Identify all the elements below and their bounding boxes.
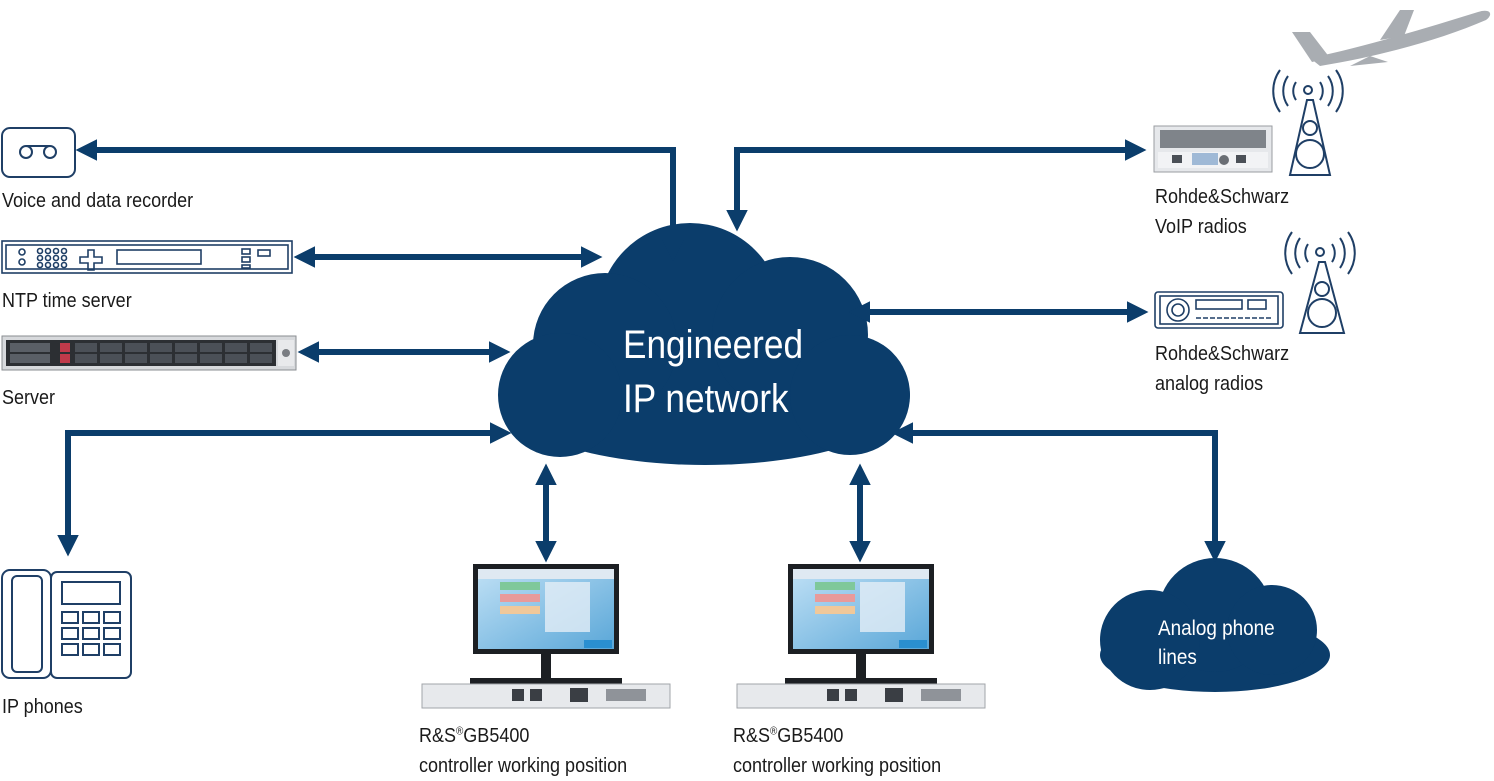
voip-label-line2: VoIP radios (1155, 216, 1247, 238)
voip-label: Rohde&Schwarz VoIP radios (1155, 182, 1289, 242)
voip-radio-icon (1153, 125, 1273, 173)
radio-tower-icon (1284, 231, 1356, 334)
cwp1-model: GB5400 (463, 725, 530, 747)
recorder-label: Voice and data recorder (2, 190, 194, 212)
voip-label-line1: Rohde&Schwarz (1155, 186, 1290, 208)
analog-radio-label: Rohde&Schwarz analog radios (1155, 339, 1289, 399)
arrow-recorder (75, 139, 684, 262)
analog-radio-label-line1: Rohde&Schwarz (1155, 343, 1290, 365)
ntp-label: NTP time server (2, 290, 132, 312)
arrow-analog-lines (891, 422, 1226, 563)
analog-cloud-line2: lines (1158, 646, 1197, 669)
server-label: Server (2, 387, 56, 409)
controller-workstation-icon (421, 564, 671, 709)
analog-cloud-label: Analog phone lines (1158, 614, 1275, 672)
ip-network-cloud (498, 223, 910, 465)
network-cloud-line2: IP network (623, 377, 789, 421)
radio-tower-icon (1272, 69, 1344, 176)
cwp1-registered-mark: ® (456, 725, 464, 738)
analog-phone-cloud (1100, 558, 1330, 692)
cwp2-label: R&S®GB5400 controller working position (733, 721, 941, 781)
cwp1-brand: R&S (419, 725, 457, 747)
cwp1-label-line2: controller working position (419, 755, 628, 777)
rack-server-icon (1, 335, 297, 371)
ip-phone-icon (1, 569, 132, 679)
arrow-phone (57, 422, 512, 557)
network-cloud-line1: Engineered (623, 323, 804, 367)
ntp-server-icon (1, 240, 293, 274)
connection-arrows (57, 139, 1226, 563)
analog-radio-label-line2: analog radios (1155, 373, 1264, 395)
analog-cloud-line1: Analog phone (1158, 617, 1275, 640)
controller-workstation-icon (736, 564, 986, 709)
cwp2-brand: R&S (733, 725, 771, 747)
cwp2-model: GB5400 (777, 725, 844, 747)
recorder-icon (1, 127, 76, 178)
network-cloud-label: Engineered IP network (623, 318, 803, 426)
arrow-voip (726, 139, 1147, 232)
cwp2-registered-mark: ® (770, 725, 778, 738)
cwp1-label: R&S®GB5400 controller working position (419, 721, 627, 781)
analog-radio-icon (1154, 291, 1284, 329)
phone-label: IP phones (2, 696, 83, 718)
cwp2-label-line2: controller working position (733, 755, 942, 777)
airplane-icon (1292, 10, 1491, 66)
